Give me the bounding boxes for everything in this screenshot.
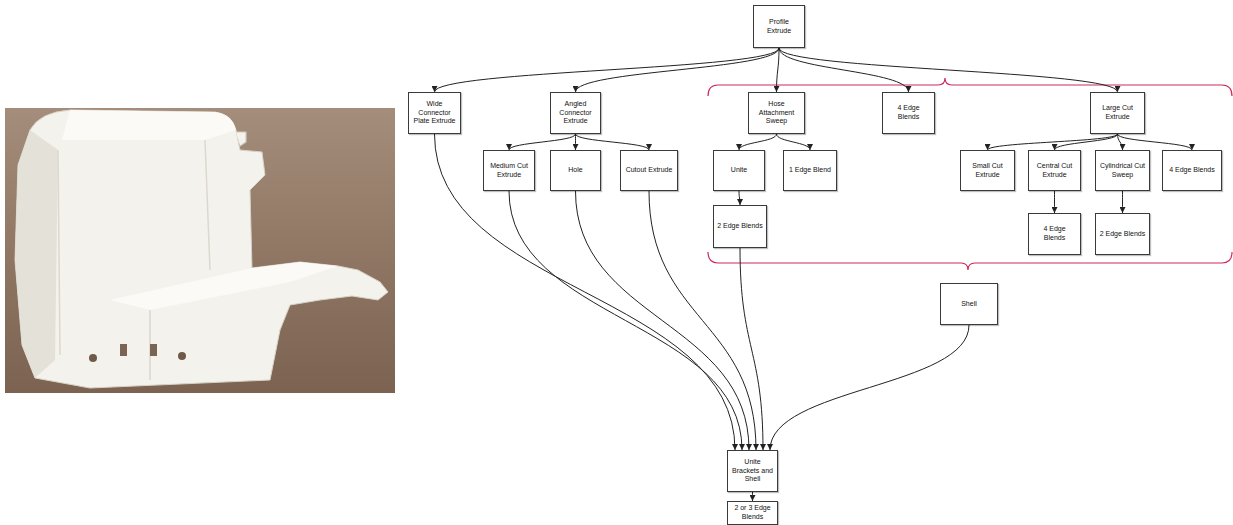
connector-arrow — [779, 48, 1118, 92]
connector-arrow — [575, 134, 576, 150]
process-box: Wide Connector Plate Extrude — [408, 92, 461, 134]
box-label: Cylindrical Cut Sweep — [1099, 162, 1146, 180]
tank-tab — [236, 132, 246, 146]
box-label: Shell — [961, 300, 977, 309]
box-label: Central Cut Extrude — [1032, 162, 1077, 180]
connector-arrow — [1054, 191, 1055, 213]
connector-arrow — [740, 248, 763, 450]
box-label: 4 Edge Blends — [1032, 225, 1077, 243]
process-box: 4 Edge Blends — [1162, 150, 1222, 191]
box-label: Large Cut Extrude — [1094, 104, 1141, 122]
box-label: Cutout Extrude — [626, 166, 673, 175]
process-box: Small Cut Extrude — [960, 150, 1015, 191]
process-box: Unite Brackets and Shell — [727, 450, 778, 492]
connector-arrow — [779, 48, 909, 92]
group-brace — [708, 252, 1232, 270]
connector-arrow — [1122, 191, 1123, 213]
process-box: Hose Attachment Sweep — [748, 92, 805, 134]
connector-arrow — [770, 325, 969, 450]
process-box: Central Cut Extrude — [1028, 150, 1081, 191]
process-box: 4 Edge Blends — [882, 92, 935, 134]
box-label: 2 Edge Blends — [717, 222, 763, 231]
tank-shading — [15, 130, 58, 378]
process-box: 2 Edge Blends — [713, 205, 767, 248]
connector-arrow — [739, 134, 777, 150]
process-box: Hole — [550, 150, 601, 191]
connector-arrow — [1055, 134, 1118, 150]
connector-arrow — [509, 134, 576, 150]
connector-arrow — [435, 48, 780, 92]
connector-arrow — [576, 48, 780, 92]
process-box: Medium Cut Extrude — [483, 150, 535, 191]
process-box: Cutout Extrude — [620, 150, 678, 191]
photo-background — [5, 108, 395, 393]
tank-edge — [58, 140, 210, 380]
tank-body — [15, 110, 388, 388]
process-box: Angled Connector Extrude — [550, 92, 601, 134]
process-box: 2 or 3 Edge Blends — [727, 501, 778, 525]
process-box: Cylindrical Cut Sweep — [1095, 150, 1150, 191]
connector-arrow — [988, 134, 1118, 150]
process-box: 4 Edge Blends — [1028, 213, 1081, 255]
box-label: Unite Brackets and Shell — [731, 458, 774, 484]
connector-arrow — [739, 191, 740, 205]
mount-slot — [150, 344, 157, 356]
box-label: Angled Connector Extrude — [554, 100, 597, 126]
process-box: Large Cut Extrude — [1090, 92, 1145, 134]
process-box: Profile Extrude — [753, 5, 805, 48]
process-box: Unite — [713, 150, 765, 191]
connector-arrow — [752, 492, 753, 501]
tank-highlight — [62, 110, 236, 140]
box-label: 1 Edge Blend — [789, 166, 831, 175]
connector-arrow — [576, 134, 650, 150]
process-box: Shell — [940, 283, 998, 325]
box-label: 2 or 3 Edge Blends — [731, 504, 774, 522]
connector-arrow — [1118, 134, 1193, 150]
box-label: 2 Edge Blends — [1100, 230, 1146, 239]
process-box: 1 Edge Blend — [783, 150, 837, 191]
mount-hole — [178, 352, 186, 360]
box-label: 4 Edge Blends — [1169, 166, 1215, 175]
box-label: Unite — [731, 166, 747, 175]
connector-arrow — [777, 134, 811, 150]
box-label: Hose Attachment Sweep — [752, 100, 801, 126]
mount-hole — [89, 354, 97, 362]
tank-highlight — [110, 262, 338, 310]
box-label: Small Cut Extrude — [964, 162, 1011, 180]
box-label: Medium Cut Extrude — [487, 162, 531, 180]
connector-arrow — [777, 48, 780, 92]
process-box: 2 Edge Blends — [1095, 213, 1150, 255]
connector-arrow — [435, 134, 736, 450]
box-label: 4 Edge Blends — [886, 104, 931, 122]
connector-arrow — [509, 191, 742, 450]
box-label: Profile Extrude — [757, 18, 801, 36]
box-label: Hole — [568, 166, 582, 175]
mount-slot — [120, 344, 127, 356]
box-label: Wide Connector Plate Extrude — [412, 100, 457, 126]
tank-photo — [5, 108, 395, 393]
